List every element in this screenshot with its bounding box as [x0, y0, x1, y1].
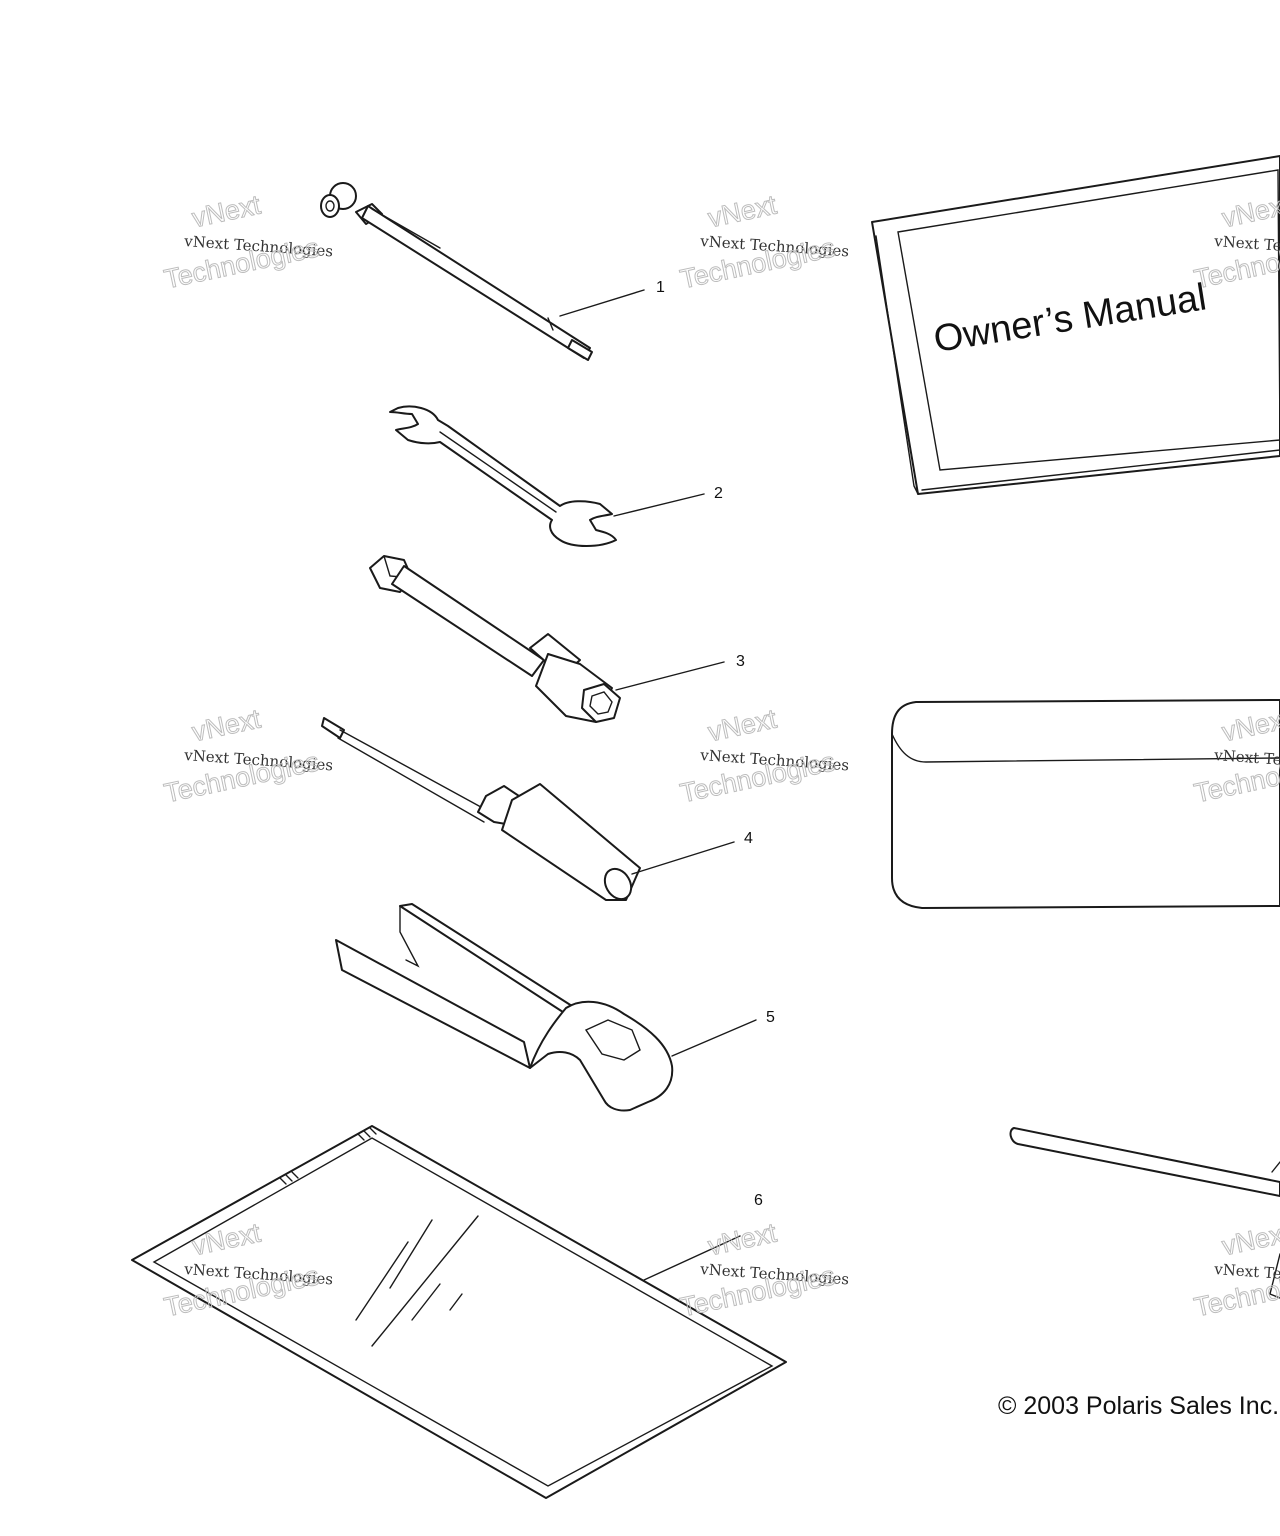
callout-numbers: 1 2 3 4 5 6: [656, 279, 775, 1209]
copyright-notice: © 2003 Polaris Sales Inc.: [998, 1392, 1280, 1420]
svg-text:vNext: vNext: [1219, 1218, 1280, 1262]
extension-rod: [1009, 1127, 1280, 1299]
part-4-screwdriver: [321, 717, 641, 901]
svg-text:vNext: vNext: [189, 704, 263, 748]
callout-2: 2: [714, 485, 723, 502]
tool-pouch: [891, 699, 1280, 909]
callout-4: 4: [744, 830, 753, 847]
watermark: vNext vNext Technologies Technologies: [161, 703, 334, 809]
part-6-bag: [131, 1125, 787, 1499]
svg-text:vNext: vNext: [189, 190, 263, 234]
leader-lines: [559, 289, 757, 1281]
svg-text:vNext: vNext: [705, 1218, 779, 1262]
svg-text:vNext: vNext: [705, 704, 779, 748]
part-5-bracket: [335, 903, 674, 1112]
part-3-plug-socket: [369, 555, 621, 723]
watermark: vNext vNext Technologies Technologies: [677, 703, 850, 809]
watermark: vNext vNext Technologies Technologies: [1191, 1217, 1280, 1323]
owners-manual: Owner’s Manual: [871, 155, 1280, 495]
watermark: vNext vNext Technologies Technologies: [161, 189, 334, 295]
watermark: vNext vNext Technologies Technologies: [677, 1217, 850, 1323]
svg-text:vNext: vNext: [705, 190, 779, 234]
callout-5: 5: [766, 1009, 775, 1026]
callout-6: 6: [754, 1192, 763, 1209]
watermark: vNext vNext Technologies Technologies: [677, 189, 850, 295]
part-1-tire-gauge: [320, 182, 593, 361]
callout-3: 3: [736, 653, 745, 670]
callout-1: 1: [656, 279, 665, 296]
part-2-wrench: [389, 405, 617, 547]
